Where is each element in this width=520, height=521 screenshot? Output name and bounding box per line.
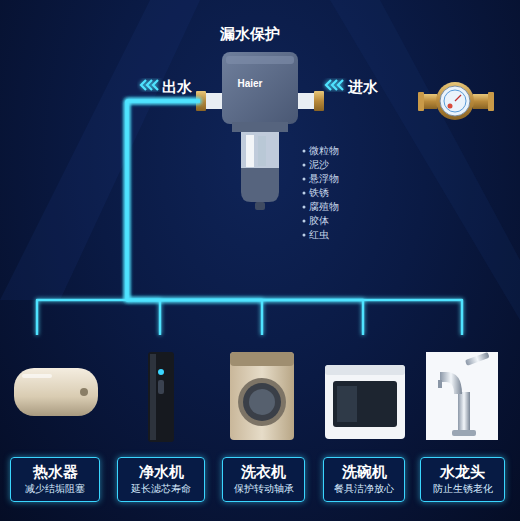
label-box: 水龙头防止生锈老化	[420, 457, 505, 502]
label-box: 洗碗机餐具洁净放心	[323, 457, 405, 502]
contaminant-item: 悬浮物	[309, 172, 339, 186]
filter-unit: 漏水保护 Haier	[200, 24, 300, 202]
label-box: 洗衣机保护转动轴承	[222, 457, 305, 502]
appliance-name: 水龙头	[440, 462, 485, 482]
water-pipe	[127, 101, 462, 335]
contaminant-item: 微粒物	[309, 144, 339, 158]
appliance-card: 热水器减少结垢阻塞	[10, 335, 100, 502]
appliance-card: 水龙头防止生锈老化	[420, 335, 505, 502]
appliance-card: 洗衣机保护转动轴承	[222, 335, 305, 502]
benefit-text: 减少结垢阻塞	[25, 482, 85, 496]
label-box: 热水器减少结垢阻塞	[10, 457, 100, 502]
label-box: 净水机延长滤芯寿命	[117, 457, 205, 502]
appliance-name: 洗碗机	[342, 462, 387, 482]
appliance-card: 净水机延长滤芯寿命	[117, 335, 205, 502]
contaminant-item: 胶体	[309, 214, 329, 228]
appliance-card: 洗碗机餐具洁净放心	[323, 335, 405, 502]
contaminant-item: 红虫	[309, 228, 329, 242]
appliance-name: 净水机	[139, 462, 184, 482]
benefit-text: 延长滤芯寿命	[131, 482, 191, 496]
benefit-text: 餐具洁净放心	[334, 482, 394, 496]
contaminant-item: 铁锈	[309, 186, 329, 200]
contaminant-item: 泥沙	[309, 158, 329, 172]
brand-logo: Haier	[200, 77, 300, 91]
filter-heading: 漏水保护	[200, 24, 300, 44]
inlet-label: 进水	[348, 77, 378, 96]
appliance-name: 热水器	[33, 462, 78, 482]
appliance-name: 洗衣机	[241, 462, 286, 482]
benefit-text: 保护转动轴承	[234, 482, 294, 496]
benefit-text: 防止生锈老化	[433, 482, 493, 496]
outlet-label: 出水	[162, 77, 192, 96]
contaminant-item: 腐殖物	[309, 200, 339, 214]
